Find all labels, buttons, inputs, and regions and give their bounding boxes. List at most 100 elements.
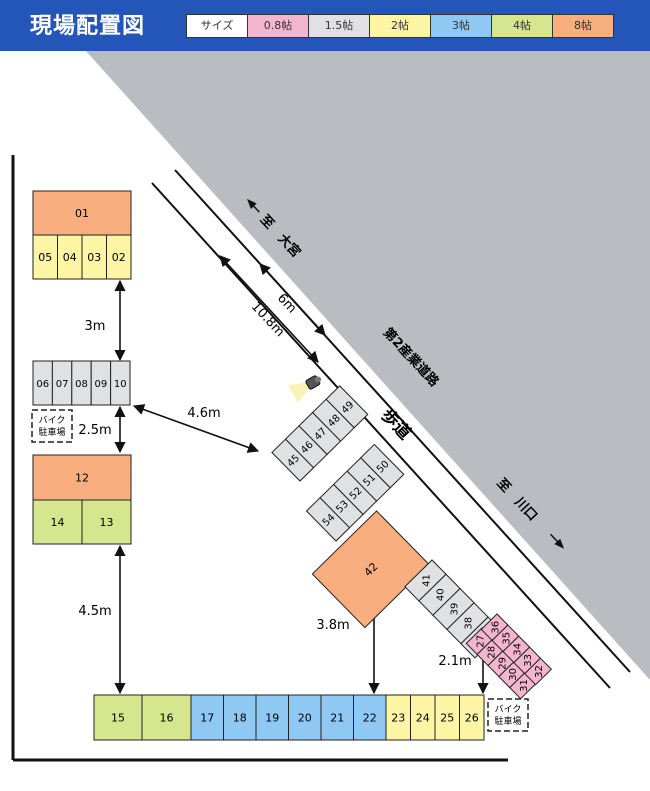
unit-32 — [524, 657, 553, 686]
unit-21: 21 — [320, 694, 354, 741]
unit-label: 09 — [95, 379, 108, 390]
unit-05: 05 — [32, 234, 58, 280]
unit-label: 14 — [51, 516, 65, 529]
unit-14: 14 — [32, 499, 83, 545]
unit-12: 12 — [32, 454, 132, 501]
unit-label: 06 — [36, 379, 49, 390]
unit-label: 23 — [391, 712, 405, 725]
unit-label: 05 — [38, 251, 52, 264]
unit-label: 10 — [114, 379, 127, 390]
legend-item-3: 3帖 — [430, 15, 491, 37]
legend-item-4: 4帖 — [491, 15, 552, 37]
dimension-label-6m: 6m — [274, 291, 299, 317]
unit-label: 35 — [501, 632, 512, 645]
unit-23: 23 — [385, 694, 411, 741]
unit-10: 10 — [110, 360, 131, 406]
unit-17: 17 — [190, 694, 224, 741]
dimension-arrow-4-6m — [132, 404, 260, 453]
dimension-arrow-10-8m — [219, 255, 319, 363]
bike-parking-label: 駐車場 — [38, 426, 65, 438]
unit-label: 22 — [363, 712, 377, 725]
arrow-down-right-icon — [554, 538, 565, 549]
bike-parking-label: 駐車場 — [494, 715, 521, 727]
unit-13: 13 — [81, 499, 132, 545]
dimension-label-3-8m: 3.8m — [316, 618, 349, 633]
unit-label: 24 — [416, 712, 430, 725]
unit-label: 41 — [421, 574, 432, 587]
sidewalk-edge-line — [174, 169, 631, 673]
unit-label: 12 — [75, 472, 89, 485]
unit-label: 27 — [476, 635, 487, 648]
unit-26: 26 — [459, 694, 485, 741]
page-title: 現場配置図 — [30, 14, 146, 39]
road-area — [86, 51, 650, 680]
unit-06: 06 — [32, 360, 53, 406]
unit-22: 22 — [353, 694, 387, 741]
unit-label: 17 — [200, 712, 214, 725]
legend-item-2: 2帖 — [369, 15, 430, 37]
unit-09: 09 — [90, 360, 112, 406]
unit-label: 19 — [265, 712, 279, 725]
unit-42: 42 — [311, 510, 430, 629]
unit-04: 04 — [57, 234, 83, 280]
unit-label: 13 — [100, 516, 114, 529]
unit-label: 25 — [440, 712, 454, 725]
size-legend: サイズ 0.8帖 1.5帖 2帖 3帖 4帖 8帖 — [186, 14, 614, 38]
unit-label: 01 — [75, 207, 89, 220]
unit-18: 18 — [223, 694, 257, 741]
dimension-label-2-1m: 2.1m — [438, 654, 471, 669]
bike-parking-label: バイク — [495, 704, 522, 715]
unit-label: 39 — [449, 603, 460, 616]
unit-20: 20 — [288, 694, 322, 741]
unit-01: 01 — [32, 190, 132, 236]
unit-label: 34 — [512, 643, 523, 656]
unit-07: 07 — [51, 360, 73, 406]
unit-label: 20 — [298, 712, 312, 725]
unit-25: 25 — [434, 694, 460, 741]
unit-label: 21 — [330, 712, 344, 725]
unit-label: 32 — [534, 665, 545, 678]
unit-label: 31 — [519, 679, 530, 692]
unit-label: 16 — [160, 712, 174, 725]
bike-parking-label: バイク — [39, 415, 66, 426]
unit-02: 02 — [106, 234, 132, 280]
unit-label: 15 — [111, 712, 125, 725]
unit-label: 02 — [112, 251, 126, 264]
header-bar: 現場配置図 サイズ 0.8帖 1.5帖 2帖 3帖 4帖 8帖 — [0, 0, 650, 51]
dimension-label-4-6m: 4.6m — [187, 406, 220, 421]
legend-item-1-5: 1.5帖 — [308, 15, 369, 37]
unit-03: 03 — [81, 234, 107, 280]
unit-label: 04 — [63, 251, 77, 264]
unit-16: 16 — [141, 694, 192, 741]
legend-item-8: 8帖 — [552, 15, 613, 37]
unit-label: 18 — [233, 712, 247, 725]
unit-label: 29 — [497, 657, 508, 670]
unit-label: 26 — [465, 712, 479, 725]
unit-label: 36 — [491, 621, 502, 634]
unit-label: 28 — [486, 646, 497, 659]
dimension-label-3m: 3m — [85, 319, 106, 334]
spotlight-icon — [287, 375, 322, 403]
site-map: 3m 2.5m 4.6m 4.5m 3.8m 2.1m 6m 10.8m 至 大… — [11, 51, 650, 762]
unit-label: 07 — [56, 379, 69, 390]
unit-label: 33 — [523, 654, 534, 667]
dimension-label-2-5m: 2.5m — [78, 423, 111, 438]
dimension-label-4-5m: 4.5m — [78, 604, 111, 619]
unit-label: 38 — [464, 617, 475, 630]
unit-label: 40 — [435, 588, 446, 601]
unit-24: 24 — [410, 694, 436, 741]
arrow-up-left-icon — [246, 198, 257, 209]
unit-19: 19 — [255, 694, 289, 741]
unit-42 — [311, 510, 430, 629]
unit-08: 08 — [71, 360, 92, 406]
unit-50 — [360, 443, 405, 489]
unit-label: 03 — [87, 251, 101, 264]
unit-49 — [325, 385, 369, 429]
unit-label: 08 — [75, 379, 88, 390]
